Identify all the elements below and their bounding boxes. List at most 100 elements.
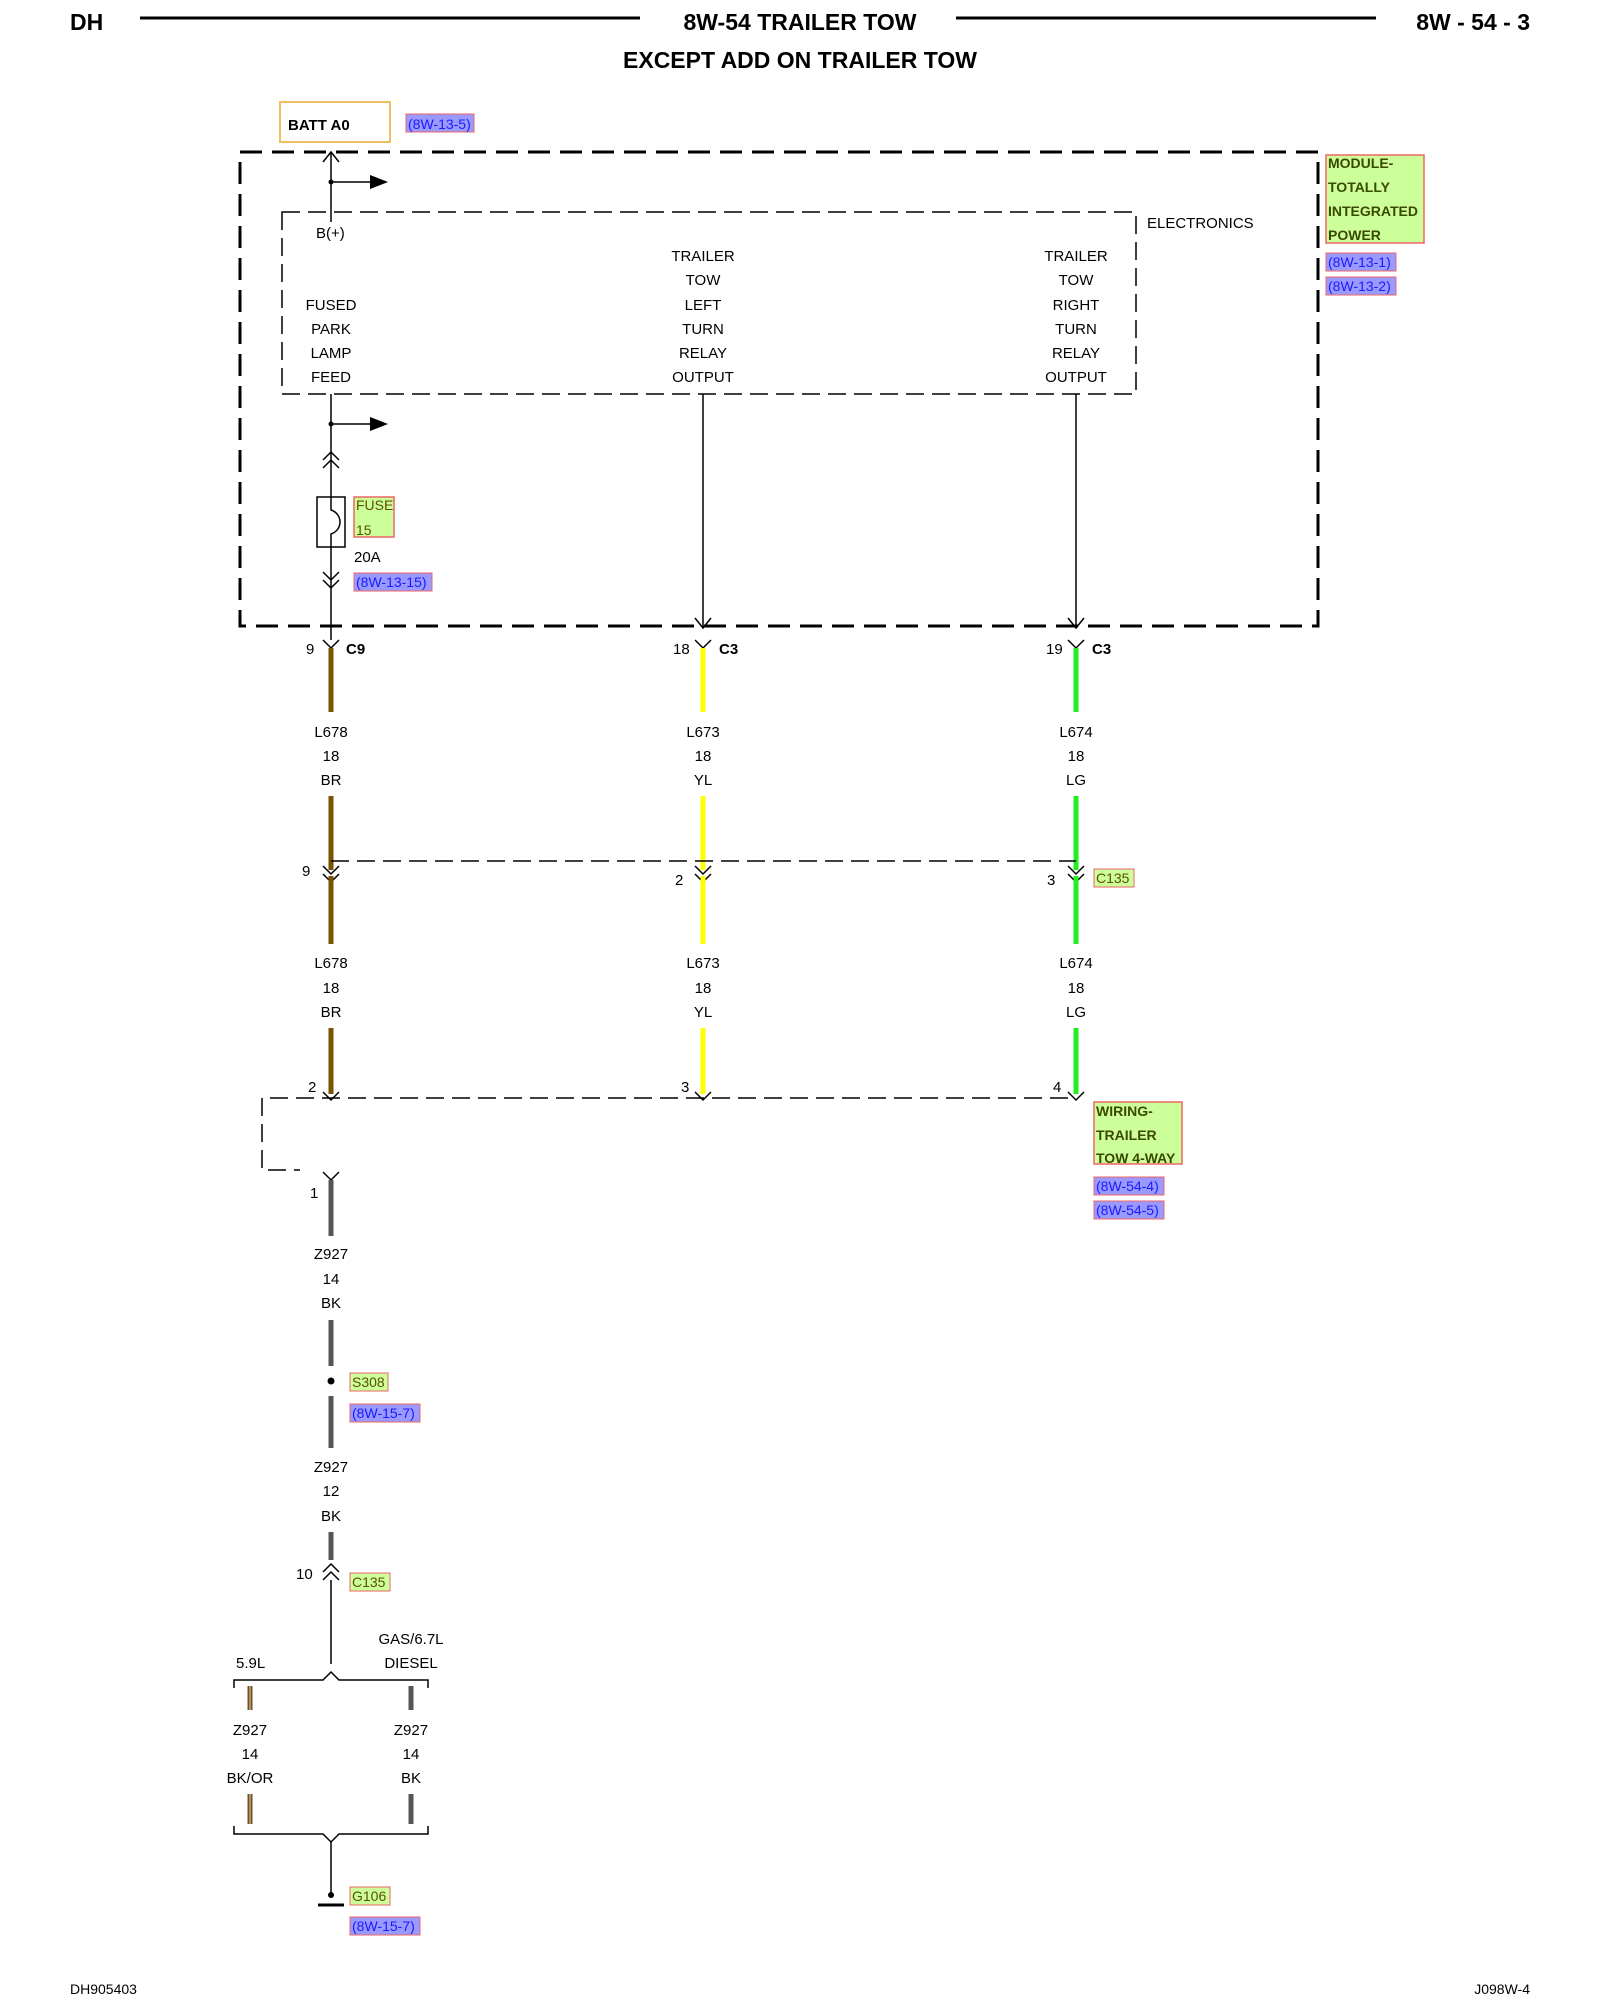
- module-ref-2-highlight: [1325, 276, 1397, 296]
- left-feed-line-2: TOW: [686, 272, 722, 289]
- c135-pin-3-terminal: [1067, 865, 1085, 876]
- park-feed-line-3: LAMP: [311, 345, 352, 362]
- branch-right-label-1: GAS/6.7L: [378, 1631, 443, 1648]
- left-feed-line-1: TRAILER: [671, 248, 735, 265]
- batt-ref: (8W-13-5): [408, 116, 471, 132]
- trailer-pin-4-terminal: [1067, 1091, 1085, 1102]
- splice-s308-dot: [327, 1377, 335, 1385]
- branch-left-circuit: Z927: [233, 1722, 267, 1739]
- park-feed-line-2: PARK: [311, 321, 351, 338]
- c9-terminal: [322, 639, 340, 650]
- ground-ref-link[interactable]: (8W-15-7): [349, 1916, 421, 1936]
- module-ref-link-1[interactable]: (8W-13-1): [1325, 252, 1397, 272]
- wire-mid-1-gauge: 18: [323, 980, 340, 997]
- fuse-bottom-connector: [322, 571, 340, 582]
- right-feed-line-5: RELAY: [1052, 345, 1100, 362]
- trailer-pin-1: 1: [310, 1185, 318, 1202]
- wire-mid-1-circuit: L678: [314, 955, 347, 972]
- header-left: DH: [70, 9, 103, 35]
- fuse-label-line-1: FUSE: [356, 497, 393, 513]
- park-feed-line-1: FUSED: [306, 297, 357, 314]
- c135-bottom-terminal: [322, 1562, 340, 1573]
- footer-right: J098W-4: [1474, 1981, 1530, 1997]
- ground-link[interactable]: G106: [349, 1886, 391, 1906]
- c3-right-terminal: [1067, 639, 1085, 650]
- module-name-line-2: TOTALLY: [1328, 179, 1391, 195]
- page-number: 8W - 54 - 3: [1416, 9, 1530, 35]
- page-subtitle: EXCEPT ADD ON TRAILER TOW: [623, 47, 977, 73]
- fuse-element: [330, 497, 341, 547]
- fuse-link[interactable]: FUSE 15: [353, 496, 395, 538]
- right-feed-line-1: TRAILER: [1044, 248, 1108, 265]
- tipm-module-box: [238, 150, 1320, 628]
- left-output-arrowhead: [694, 617, 712, 630]
- wire-upper-3-color: LG: [1066, 772, 1086, 789]
- c135-bottom-terminal-b: [322, 1570, 340, 1581]
- wire-upper-3-gauge: 18: [1068, 748, 1085, 765]
- trailer-ref-link-1[interactable]: (8W-54-4): [1093, 1176, 1165, 1196]
- left-feed-line-5: RELAY: [679, 345, 727, 362]
- batt-box: [279, 101, 391, 143]
- c3-left-name: C3: [719, 641, 738, 658]
- wire-upper-1-color: BR: [321, 772, 342, 789]
- trailer-wiring-link[interactable]: WIRING- TRAILER TOW 4-WAY: [1093, 1101, 1183, 1166]
- c135-top-link[interactable]: C135: [1093, 868, 1135, 888]
- footer-left: DH905403: [70, 1981, 137, 1997]
- trailer-pin-4: 4: [1053, 1079, 1061, 1096]
- right-feed-line-3: RIGHT: [1053, 297, 1100, 314]
- module-ref-link-2[interactable]: (8W-13-2): [1325, 276, 1397, 296]
- splice-ref: (8W-15-7): [352, 1405, 415, 1421]
- c135-bottom-name: C135: [352, 1574, 386, 1590]
- wire-mid-2-gauge: 18: [695, 980, 712, 997]
- wire-upper-1-gauge: 18: [323, 748, 340, 765]
- splice-link[interactable]: S308: [349, 1372, 389, 1392]
- c135-top-name: C135: [1096, 870, 1130, 886]
- park-node: [328, 421, 334, 427]
- ground-wire-1-color: BK: [321, 1295, 341, 1312]
- c135-pin-9-terminal: [322, 865, 340, 876]
- left-feed-line-4: TURN: [682, 321, 724, 338]
- branch-right-color: BK: [401, 1770, 421, 1787]
- branch-merge-bracket: [233, 1826, 429, 1844]
- wire-mid-3-gauge: 18: [1068, 980, 1085, 997]
- module-ref-2: (8W-13-2): [1328, 278, 1391, 294]
- trailer-pin-1-terminal: [322, 1171, 340, 1182]
- batt-ref-highlight: [405, 113, 475, 133]
- bplus-node: [328, 179, 334, 185]
- trailer-pin-2: 2: [308, 1079, 316, 1096]
- branch-right-circuit: Z927: [394, 1722, 428, 1739]
- fuse-bottom-connector-2: [322, 579, 340, 590]
- fuse-ref-link[interactable]: (8W-13-15): [353, 572, 433, 592]
- c135-bottom-pin: 10: [296, 1566, 313, 1583]
- bplus-branch-arrow: [370, 175, 388, 189]
- branch-left-label: 5.9L: [236, 1655, 265, 1672]
- c135-pin-2-terminal: [694, 865, 712, 876]
- c3-right-pin: 19: [1046, 641, 1063, 658]
- left-feed-line-3: LEFT: [685, 297, 722, 314]
- right-feed-line-6: OUTPUT: [1045, 369, 1107, 386]
- c3-right-name: C3: [1092, 641, 1111, 658]
- c135-bottom-link[interactable]: C135: [349, 1572, 391, 1592]
- batt-ref-link[interactable]: (8W-13-5): [405, 113, 475, 133]
- branch-left-gauge: 14: [242, 1746, 259, 1763]
- module-name-link[interactable]: MODULE- TOTALLY INTEGRATED POWER: [1325, 154, 1425, 244]
- splice-ref-highlight: [349, 1403, 421, 1423]
- trailer-ref-link-2[interactable]: (8W-54-5): [1093, 1200, 1165, 1220]
- electronics-box: [281, 211, 1137, 395]
- c135-pin-2: 2: [675, 872, 683, 889]
- module-name-line-4: POWER: [1328, 227, 1381, 243]
- wire-mid-1-color: BR: [321, 1004, 342, 1021]
- wire-upper-2-color: YL: [694, 772, 712, 789]
- trailer-wiring-line-2: TRAILER: [1096, 1127, 1157, 1143]
- ground-wire-2-circuit: Z927: [314, 1459, 348, 1476]
- c135-pin-3: 3: [1047, 872, 1055, 889]
- ground-wire-2-gauge: 12: [323, 1483, 340, 1500]
- batt-label: BATT A0: [288, 117, 350, 134]
- splice-ref-link[interactable]: (8W-15-7): [349, 1403, 421, 1423]
- fuse-top-connector: [322, 450, 340, 461]
- trailer-pin-3: 3: [681, 1079, 689, 1096]
- trailer-pin-3-terminal: [694, 1091, 712, 1102]
- park-branch-arrow: [370, 417, 388, 431]
- ground-wire-2-color: BK: [321, 1508, 341, 1525]
- trailer-wiring-line-1: WIRING-: [1096, 1103, 1153, 1119]
